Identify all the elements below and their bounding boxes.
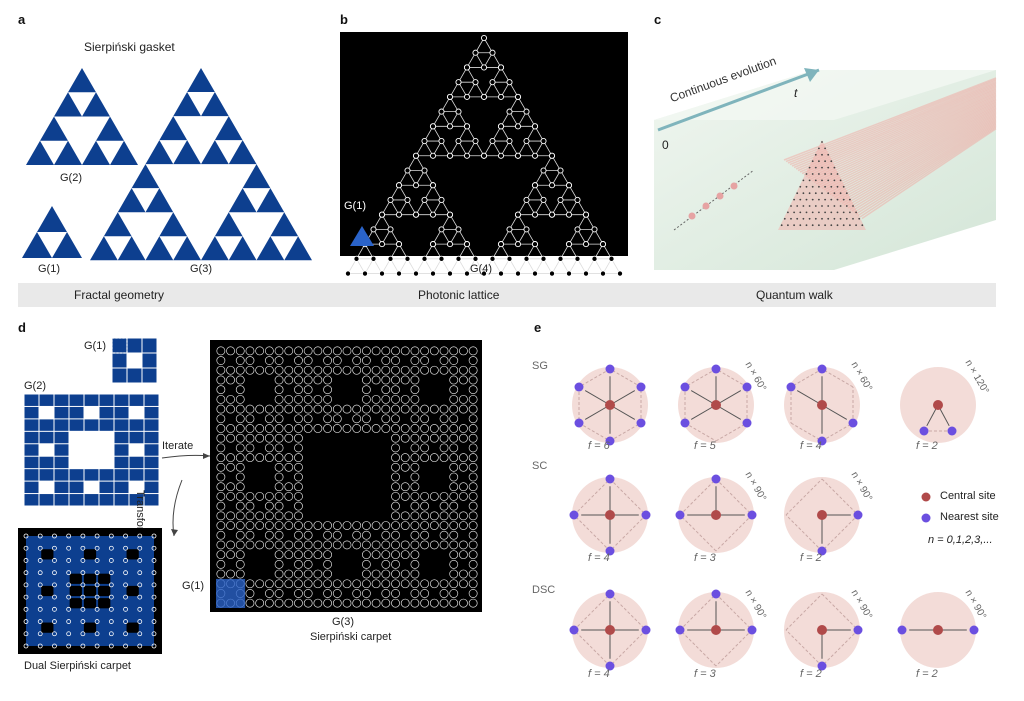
panel-label-c: c	[654, 12, 662, 27]
time-axis-label: t	[794, 86, 798, 100]
sierpinski-g2	[26, 68, 138, 165]
f-label-3-1: f = 4	[588, 668, 610, 680]
label-b-g1: G(1)	[344, 200, 366, 212]
sierpinski-g3	[90, 68, 312, 261]
category-band: Fractal geometry Photonic lattice Quantu…	[18, 283, 996, 307]
label-d-g3: G(3)	[332, 616, 354, 628]
band-quantum-walk: Quantum walk	[756, 288, 833, 302]
row-label-dsc: DSC	[532, 584, 556, 596]
f-label-1-1: f = 6	[588, 440, 610, 452]
gasket-title: Sierpiński gasket	[84, 40, 175, 54]
band-photonic-lattice: Photonic lattice	[418, 288, 500, 302]
carpet-g3-lattice	[216, 346, 478, 608]
label-g1: G(1)	[38, 263, 60, 275]
label-d-g2: G(2)	[24, 380, 46, 392]
carpet-g2	[24, 394, 159, 506]
sierpinski-g1	[22, 206, 82, 258]
f-label-2-3: f = 2	[800, 552, 822, 564]
carpet-lattice-frame	[210, 340, 482, 612]
carpet-g1	[111, 337, 157, 383]
panel-label-d: d	[18, 320, 26, 335]
dual-carpet	[23, 533, 157, 649]
flow-arrows	[161, 453, 211, 537]
label-d-g1: G(1)	[84, 340, 106, 352]
sierpinski-g4-lattice	[344, 34, 624, 277]
f-label-3-3: f = 2	[800, 668, 822, 680]
legend-central: Central site	[940, 490, 996, 502]
panel-label-e: e	[534, 320, 542, 335]
f-label-3-2: f = 3	[694, 668, 716, 680]
f-label-2-1: f = 4	[588, 552, 610, 564]
row-label-sc: SC	[532, 460, 548, 472]
f-label-1-3: f = 4	[800, 440, 822, 452]
iterate-label: Iterate	[162, 440, 194, 452]
row-label-sg: SG	[532, 360, 548, 372]
legend-n: n = 0,1,2,3,...	[928, 534, 993, 546]
label-d-g1-small: G(1)	[182, 580, 204, 592]
coordination-diagrams	[569, 364, 979, 671]
carpet-caption: Sierpiński carpet	[310, 631, 392, 643]
dual-carpet-caption: Dual Sierpiński carpet	[24, 660, 131, 672]
f-label-3-4: f = 2	[916, 668, 938, 680]
time-zero-label: 0	[662, 138, 669, 152]
panel-label-a: a	[18, 12, 26, 27]
band-fractal-geometry: Fractal geometry	[74, 288, 165, 302]
label-g3: G(3)	[190, 263, 212, 275]
label-g4: G(4)	[470, 263, 492, 275]
f-label-2-2: f = 3	[694, 552, 716, 564]
label-g2: G(2)	[60, 172, 82, 184]
f-label-1-4: f = 2	[916, 440, 938, 452]
f-label-1-2: f = 5	[694, 440, 716, 452]
legend-nearest: Nearest site	[940, 511, 999, 523]
quantum-walk-illustration	[654, 68, 997, 270]
panel-label-b: b	[340, 12, 348, 27]
